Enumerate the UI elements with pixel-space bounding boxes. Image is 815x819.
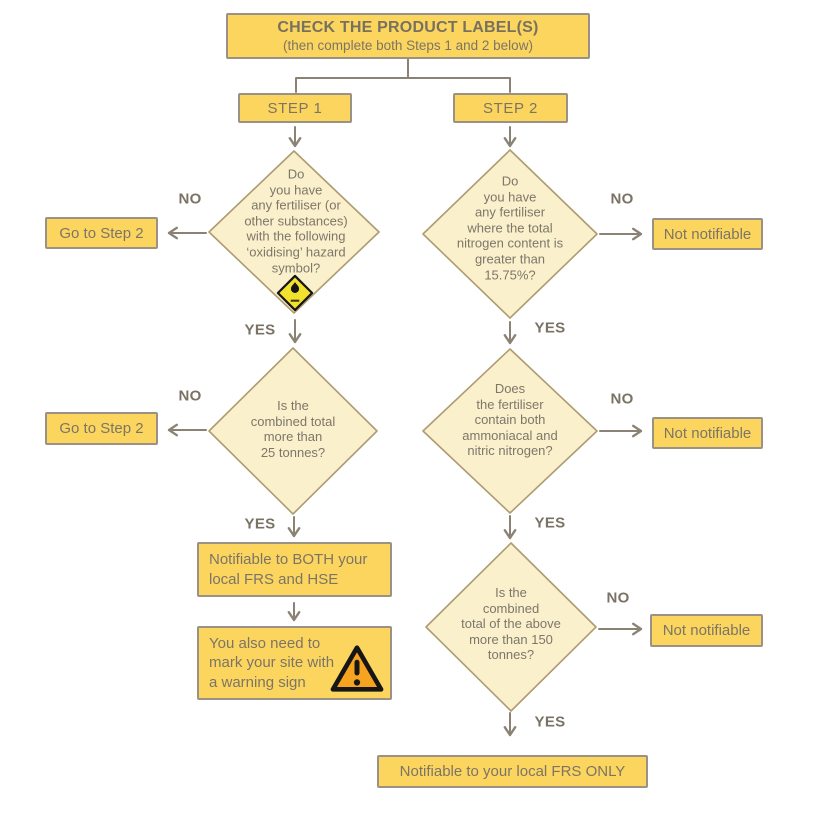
question-s2q3: Is the combined total of the above more … bbox=[461, 585, 561, 663]
result-notifiable-both-box: Notifiable to BOTH your local FRS and HS… bbox=[197, 542, 392, 597]
oxidising-hazard-icon bbox=[276, 274, 314, 312]
no-label-s2q3: NO bbox=[606, 589, 630, 607]
goto-step2-box-2: Go to Step 2 bbox=[45, 412, 158, 445]
warning-triangle-icon bbox=[330, 645, 384, 692]
no-label-s1q2: NO bbox=[178, 387, 202, 405]
question-s1q1: Do you have any fertiliser (or other sub… bbox=[244, 166, 348, 275]
connector-header-split bbox=[295, 58, 511, 93]
yes-label-s1q1: YES bbox=[244, 321, 276, 339]
no-label-s2q2: NO bbox=[610, 390, 634, 408]
header-title: CHECK THE PRODUCT LABEL(S) bbox=[277, 18, 539, 36]
header-subtitle: (then complete both Steps 1 and 2 below) bbox=[283, 37, 533, 53]
warning-sign-text: You also need to mark your site with a w… bbox=[209, 635, 335, 691]
question-s1q2: Is the combined total more than 25 tonne… bbox=[250, 397, 336, 460]
question-s2q2: Does the fertiliser contain both ammonia… bbox=[462, 381, 558, 459]
not-notifiable-box-1: Not notifiable bbox=[652, 218, 763, 250]
step1-box: STEP 1 bbox=[238, 93, 352, 123]
decision-diamond-s2q1 bbox=[422, 149, 598, 319]
no-label-s1q1: NO bbox=[178, 190, 202, 208]
step2-box: STEP 2 bbox=[453, 93, 568, 123]
decision-diamond-s2q3 bbox=[425, 542, 597, 712]
not-notifiable-box-2: Not notifiable bbox=[652, 417, 763, 449]
yes-label-s2q2: YES bbox=[534, 514, 566, 532]
yes-label-s2q1: YES bbox=[534, 319, 566, 337]
goto-step2-box-1: Go to Step 2 bbox=[45, 217, 158, 249]
decision-diamond-s1q2 bbox=[208, 347, 378, 515]
decision-diamond-s2q2 bbox=[422, 348, 598, 514]
yes-label-s1q2: YES bbox=[244, 515, 276, 533]
question-s2q1: Do you have any fertiliser where the tot… bbox=[456, 173, 564, 282]
result-frs-only-box: Notifiable to your local FRS ONLY bbox=[377, 755, 648, 788]
yes-label-s2q3: YES bbox=[534, 713, 566, 731]
warning-sign-box: You also need to mark your site with a w… bbox=[197, 626, 392, 700]
no-label-s2q1: NO bbox=[610, 190, 634, 208]
not-notifiable-box-3: Not notifiable bbox=[650, 614, 763, 647]
header-box: CHECK THE PRODUCT LABEL(S) (then complet… bbox=[226, 13, 590, 59]
decision-diamond-s1q1 bbox=[208, 150, 380, 314]
